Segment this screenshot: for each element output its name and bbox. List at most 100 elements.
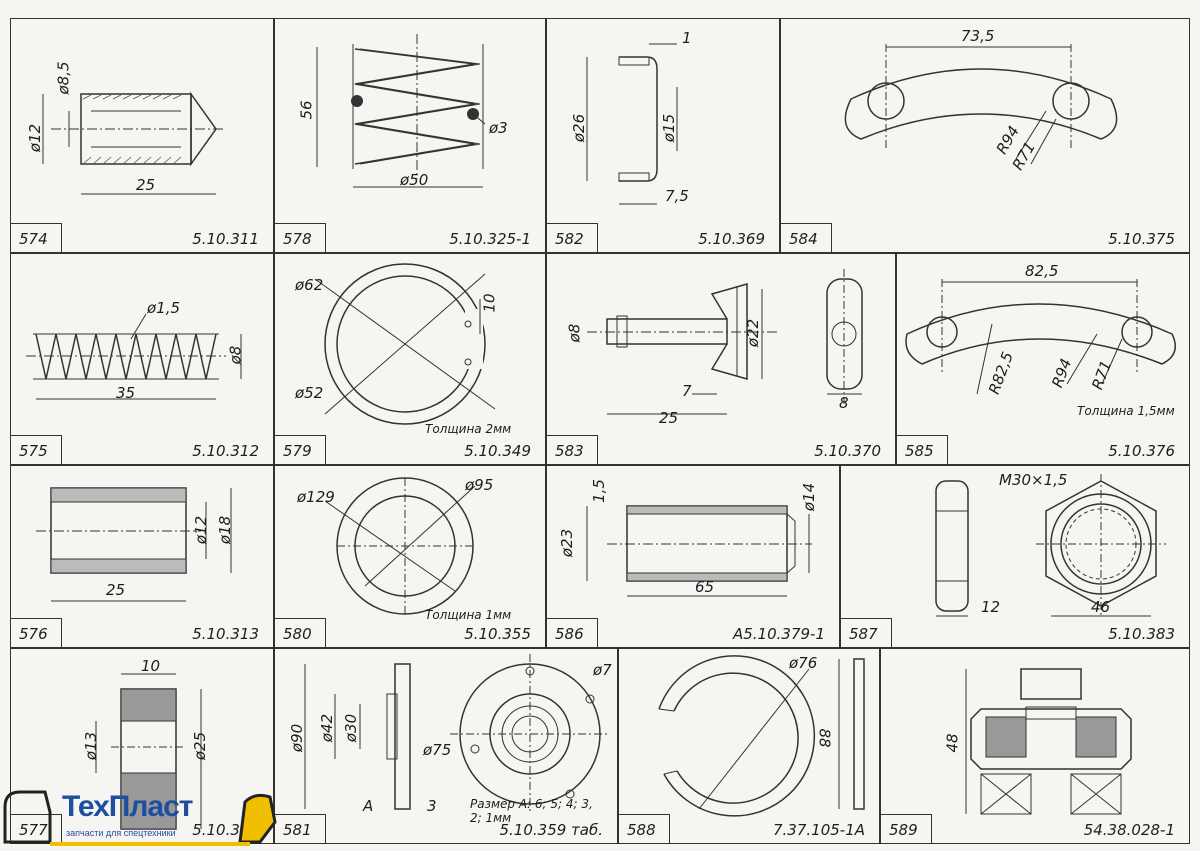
dim-588-b: 88 xyxy=(815,728,834,748)
dim-579-b: 10 xyxy=(480,293,499,313)
part-number: 578 xyxy=(283,230,312,248)
drawing-587 xyxy=(935,474,1166,617)
drawing-576 xyxy=(36,487,232,602)
dim-586-d: 65 xyxy=(695,578,715,596)
drawing-582 xyxy=(586,43,678,205)
part-number: 575 xyxy=(19,442,48,460)
dim-588-a: ø76 xyxy=(789,654,818,672)
dim-587-b: 12 xyxy=(981,598,1001,616)
dim-577-b: ø13 xyxy=(82,731,101,761)
dim-578-a: 56 xyxy=(297,100,316,120)
part-code: А5.10.379-1 xyxy=(732,625,825,643)
drawing-585 xyxy=(905,279,1177,395)
dim-583-d: 25 xyxy=(659,409,679,427)
cell-583: ø8 ø22 7 25 8 583 5.10.370 xyxy=(546,253,896,465)
drawing-586 xyxy=(586,505,812,597)
part-code: 5.10.369 xyxy=(698,230,765,248)
cell-587: М30×1,5 12 46 587 5.10.383 xyxy=(840,465,1190,648)
part-number: 586 xyxy=(555,625,584,643)
dim-575-b: ø8 xyxy=(226,345,245,365)
cell-585: 82,5 R82,5 R94 R71 Толщина 1,5мм 585 5.1… xyxy=(896,253,1190,465)
drawing-575 xyxy=(26,313,242,400)
dim-584-a: 73,5 xyxy=(961,27,995,45)
cell-576: ø12 ø18 25 576 5.10.313 xyxy=(10,465,274,648)
dim-577-c: ø25 xyxy=(191,731,210,761)
number-box xyxy=(619,814,670,843)
part-number: 584 xyxy=(789,230,818,248)
cell-582: 1 ø26 ø15 7,5 582 5.10.369 xyxy=(546,18,780,253)
number-box xyxy=(841,618,892,647)
dim-586-a: 1,5 xyxy=(589,479,608,503)
dim-582-a: 1 xyxy=(682,29,692,47)
dim-582-c: ø15 xyxy=(660,113,679,143)
part-number: 589 xyxy=(889,821,918,839)
part-code: 5.10.370 xyxy=(814,442,881,460)
drawing-578 xyxy=(316,34,486,188)
part-code: 54.38.028-1 xyxy=(1083,821,1175,839)
dim-575-a: ø1,5 xyxy=(147,299,181,317)
drawing-589 xyxy=(965,668,1132,815)
number-box xyxy=(11,435,62,464)
drawing-588 xyxy=(658,655,865,817)
dim-581-f: А xyxy=(363,797,374,815)
part-code: 5.10.359 таб. xyxy=(499,821,603,839)
drawing-581 xyxy=(304,654,610,814)
part-number: 587 xyxy=(849,625,878,643)
dim-578-b: ø3 xyxy=(489,119,508,137)
dim-583-e: 8 xyxy=(839,394,849,412)
dim-581-g: 3 xyxy=(427,797,437,815)
number-box xyxy=(275,435,326,464)
note-580: Толщина 1мм xyxy=(425,608,512,622)
dim-581-d: ø30 xyxy=(342,713,361,743)
dim-574-b: ø12 xyxy=(26,123,45,153)
part-number: 582 xyxy=(555,230,584,248)
dim-581-e: ø75 xyxy=(423,741,452,759)
part-number: 581 xyxy=(283,821,312,839)
note-585: Толщина 1,5мм xyxy=(1077,404,1175,418)
note-579: Толщина 2мм xyxy=(425,422,512,436)
number-box xyxy=(11,814,62,843)
part-code: 5.10.349 xyxy=(464,442,531,460)
number-box xyxy=(275,223,326,252)
number-box xyxy=(547,435,598,464)
number-box xyxy=(11,223,62,252)
cell-575: ø1,5 ø8 35 575 5.10.312 xyxy=(10,253,274,465)
part-code: 5.10.312 xyxy=(192,442,259,460)
dim-581-b: ø90 xyxy=(288,723,307,753)
logo-watermark: ТехПласт запчасти для спецтехники xyxy=(0,782,300,851)
dim-583-b: ø22 xyxy=(744,318,763,348)
dim-576-b: ø18 xyxy=(216,515,235,545)
note-581: Размер А: 6; 5; 4; 3, 2; 1мм xyxy=(470,797,593,825)
dim-582-d: 7,5 xyxy=(665,187,689,205)
dim-583-a: ø8 xyxy=(565,323,584,343)
dim-574-a: ø8,5 xyxy=(54,61,73,95)
cell-588: ø76 88 588 7.37.105-1А xyxy=(618,648,880,844)
dim-587-a: М30×1,5 xyxy=(999,471,1068,489)
logo-tagline: запчасти для спецтехники xyxy=(66,828,176,838)
dim-586-c: ø23 xyxy=(558,528,577,558)
dim-578-c: ø50 xyxy=(400,171,429,189)
part-code: 5.10.313 xyxy=(192,625,259,643)
logo-name: ТехПласт xyxy=(62,790,193,823)
part-code: 5.10.355 xyxy=(464,625,531,643)
dim-589-a: 48 xyxy=(943,733,962,753)
number-box xyxy=(881,814,932,843)
dim-575-c: 35 xyxy=(116,384,136,402)
number-box xyxy=(781,223,832,252)
cell-579: ø62 10 ø52 Толщина 2мм 579 5.10.349 xyxy=(274,253,546,465)
cell-584: 73,5 R94 R71 584 5.10.375 xyxy=(780,18,1190,253)
cell-589: 48 589 54.38.028-1 xyxy=(880,648,1190,844)
dim-580-a: ø129 xyxy=(297,488,335,506)
part-number: 576 xyxy=(19,625,48,643)
cell-586: 1,5 ø14 ø23 65 586 А5.10.379-1 xyxy=(546,465,840,648)
part-code: 5.10.383 xyxy=(1108,625,1175,643)
part-number: 579 xyxy=(283,442,312,460)
dim-581-c: ø42 xyxy=(318,713,337,743)
drawing-579 xyxy=(314,263,496,425)
dim-577-a: 10 xyxy=(141,657,161,675)
part-code: 5.10.311 xyxy=(192,230,259,248)
drawing-583 xyxy=(587,269,863,415)
part-code: 5.10.375 xyxy=(1108,230,1175,248)
dim-574-c: 25 xyxy=(136,176,156,194)
